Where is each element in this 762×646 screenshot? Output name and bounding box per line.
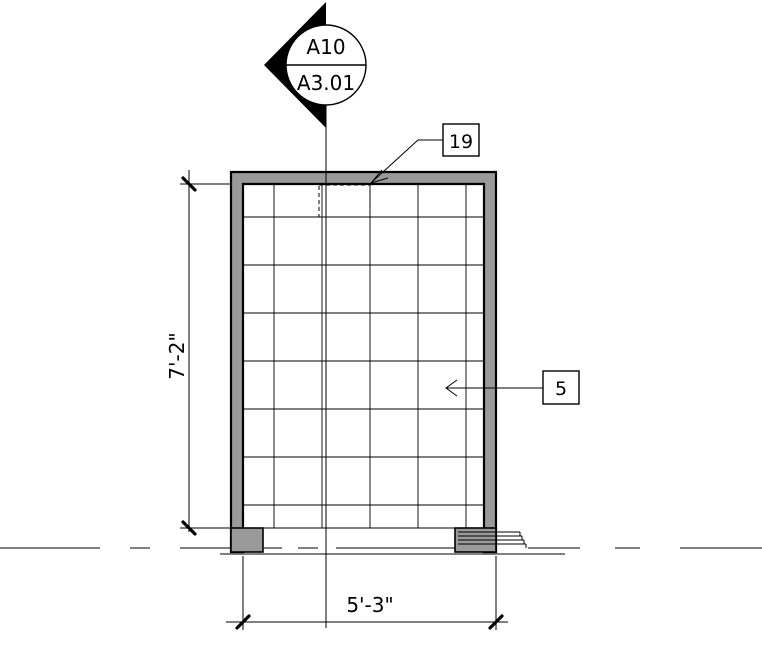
keynote-5: 5 (445, 370, 580, 405)
section-marker: A10 A3.01 (264, 2, 367, 128)
keynote-5-arrowhead-icon (445, 379, 458, 397)
steps (458, 531, 527, 548)
section-marker-detail-number: A10 (306, 35, 345, 59)
dimension-height-label: 7'-2" (165, 332, 189, 379)
section-marker-sheet-number: A3.01 (297, 71, 355, 95)
keynote-5-label: 5 (555, 378, 567, 400)
tile-grid (243, 184, 484, 529)
wall-frame (229, 170, 498, 554)
reference-line-dashed (0, 547, 762, 555)
dimension-height: 7'-2" (165, 170, 231, 536)
dashed-fixture-outline (318, 184, 371, 218)
dimension-width-label: 5'-3" (346, 593, 393, 617)
keynote-19: 19 (369, 123, 480, 184)
base-block-left (230, 527, 264, 553)
keynote-5-box (542, 370, 580, 405)
keynote-19-label: 19 (449, 131, 473, 153)
keynote-19-box (442, 123, 480, 157)
dimension-width: 5'-3" (226, 556, 508, 630)
keynote-19-arrowhead-icon (369, 169, 389, 184)
